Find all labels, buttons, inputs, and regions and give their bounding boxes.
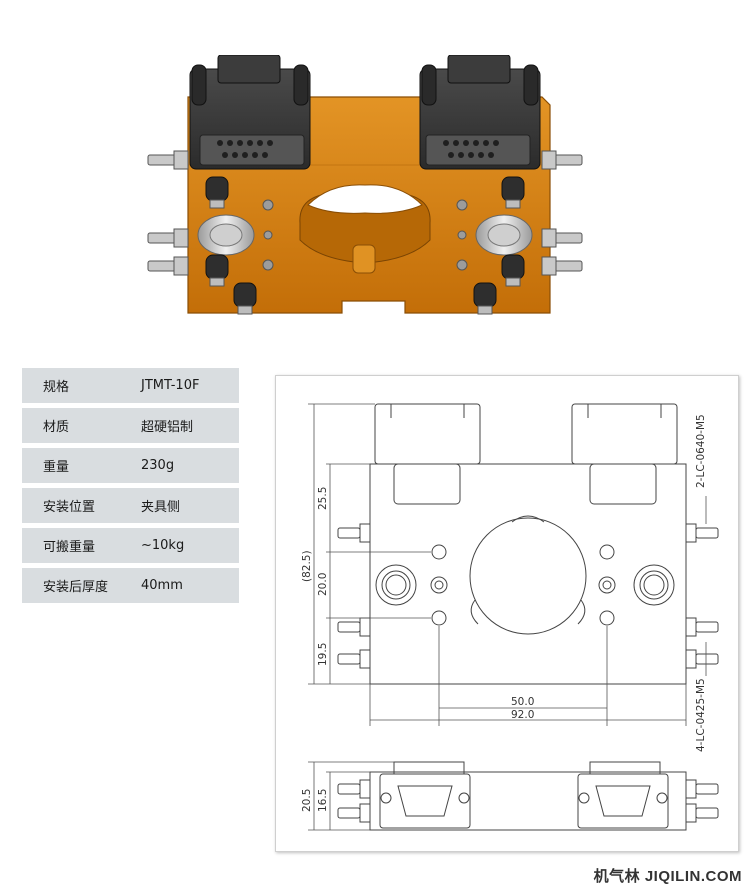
spec-value: 夹具侧 — [141, 500, 181, 515]
dim-92-0: 92.0 — [511, 709, 534, 721]
spec-label: 安装位置 — [43, 500, 96, 515]
spec-row-material: 材质 超硬铝制 — [22, 408, 239, 443]
watermark: 机气林 JIQILIN.COM — [593, 868, 742, 885]
spec-value: JTMT-10F — [141, 378, 200, 393]
spec-label: 材质 — [43, 420, 70, 435]
dim-82-5: (82.5) — [301, 550, 313, 582]
dim-20-5: 20.5 — [301, 789, 313, 812]
spec-value: 230g — [141, 458, 175, 473]
spec-value: 超硬铝制 — [141, 420, 194, 435]
spec-table: 规格 JTMT-10F 材质 超硬铝制 重量 230g 安装位置 夹具侧 可搬重… — [22, 368, 239, 608]
spec-label: 规格 — [43, 380, 70, 395]
spec-row-payload: 可搬重量 ~10kg — [22, 528, 239, 563]
spec-label: 安装后厚度 — [43, 580, 109, 595]
spec-row-model: 规格 JTMT-10F — [22, 368, 239, 403]
dim-16-5: 16.5 — [317, 789, 329, 812]
spec-row-weight: 重量 230g — [22, 448, 239, 483]
technical-drawing: 25.5 (82.5) 20.0 19.5 50.0 92.0 20.5 16.… — [275, 375, 739, 852]
dim-50-0: 50.0 — [511, 696, 534, 708]
spec-row-mount: 安装位置 夹具侧 — [22, 488, 239, 523]
dim-19-5: 19.5 — [317, 643, 329, 666]
port-label-top: 2-LC-0640-M5 — [695, 414, 707, 488]
spec-value: ~10kg — [141, 538, 185, 553]
product-photo — [147, 55, 583, 315]
spec-label: 重量 — [43, 460, 70, 475]
dim-25-5: 25.5 — [317, 487, 329, 510]
spec-value: 40mm — [141, 578, 183, 593]
dim-20-0: 20.0 — [317, 573, 329, 596]
spec-row-thickness: 安装后厚度 40mm — [22, 568, 239, 603]
port-label-bottom: 4-LC-0425-M5 — [695, 678, 707, 752]
spec-label: 可搬重量 — [43, 540, 96, 555]
